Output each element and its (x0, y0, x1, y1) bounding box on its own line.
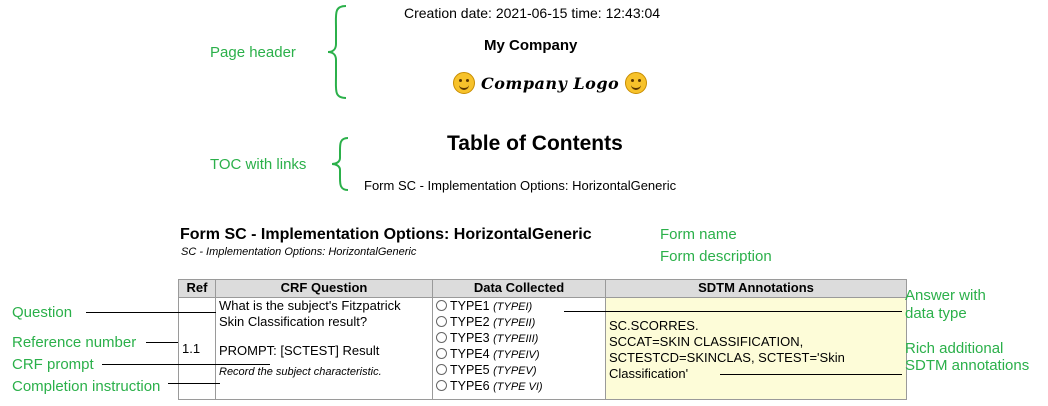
form-name: Form SC - Implementation Options: Horizo… (180, 226, 592, 243)
creation-date: Creation date: 2021-06-15 time: 12:43:04 (404, 5, 661, 21)
radio-button[interactable] (436, 300, 447, 311)
callout-reference-number: Reference number (12, 334, 137, 351)
callout-question: Question (12, 304, 73, 321)
question-text: What is the subject's Fitzpatrick Skin C… (219, 298, 401, 329)
radio-button[interactable] (436, 364, 447, 375)
option-type1[interactable]: TYPE1 (TYPEI) (436, 298, 602, 314)
toc-link[interactable]: Form SC - Implementation Options: Horizo… (364, 178, 677, 193)
sdtm-annotations-cell: SC.SCORRES. SCCAT=SKIN CLASSIFICATION, S… (605, 297, 907, 400)
sdtm-annotation-line: Classification' (609, 366, 689, 381)
radio-button[interactable] (436, 348, 447, 359)
callout-sdtm-line2: SDTM annotations (905, 357, 1030, 374)
logo-text: Company Logo (481, 73, 620, 93)
sdtm-annotation-line: SCTESTCD=SKINCLAS, SCTEST='Skin (609, 350, 845, 365)
toc-title: Table of Contents (447, 132, 623, 155)
reference-number: 1.1 (178, 297, 216, 400)
radio-button[interactable] (436, 316, 447, 327)
callout-toc-links: TOC with links (210, 156, 307, 173)
page-header-brace-icon (327, 5, 347, 99)
smiley-face-icon (453, 72, 475, 94)
callout-page-header: Page header (210, 44, 296, 61)
option-type2[interactable]: TYPE2 (TYPEII) (436, 314, 602, 330)
callout-form-description: Form description (660, 248, 772, 265)
crf-prompt: PROMPT: [SCTEST] Result (219, 343, 380, 358)
header-ref: Ref (178, 279, 216, 298)
completion-instruction: Record the subject characteristic. (219, 366, 382, 378)
leader-line-instruction (168, 383, 220, 384)
company-logo: Company Logo (453, 72, 648, 94)
form-description: SC - Implementation Options: HorizontalG… (181, 246, 417, 258)
table-header-row: Ref CRF Question Data Collected SDTM Ann… (178, 279, 907, 298)
radio-button[interactable] (436, 380, 447, 391)
leader-line-reference (146, 342, 178, 343)
callout-sdtm-line1: Rich additional (905, 340, 1004, 357)
callout-answer-line2: data type (905, 305, 967, 322)
callout-crf-prompt: CRF prompt (12, 356, 94, 373)
sdtm-annotation-line: SCCAT=SKIN CLASSIFICATION, (609, 334, 804, 349)
callout-form-name: Form name (660, 226, 737, 243)
data-collected-cell: TYPE1 (TYPEI) TYPE2 (TYPEII) TYPE3 (TYPE… (432, 297, 606, 400)
header-data-collected: Data Collected (432, 279, 606, 298)
radio-button[interactable] (436, 332, 447, 343)
callout-answer-line1: Answer with (905, 287, 986, 304)
sdtm-annotation-line: SC.SCORRES. (609, 318, 699, 333)
option-type3[interactable]: TYPE3 (TYPEIII) (436, 330, 602, 346)
smiley-face-icon (625, 72, 648, 94)
question-cell: What is the subject's Fitzpatrick Skin C… (215, 297, 433, 400)
callout-completion-instruction: Completion instruction (12, 378, 161, 395)
toc-brace-icon (331, 137, 349, 191)
option-type4[interactable]: TYPE4 (TYPEIV) (436, 346, 602, 362)
leader-line-question (86, 312, 216, 313)
header-sdtm-annotations: SDTM Annotations (605, 279, 907, 298)
company-name: My Company (484, 37, 578, 54)
table-row: 1.1 What is the subject's Fitzpatrick Sk… (178, 297, 907, 400)
crf-table: Ref CRF Question Data Collected SDTM Ann… (178, 279, 907, 400)
leader-line-answer (564, 311, 902, 312)
option-type6[interactable]: TYPE6 (TYPE VI) (436, 378, 602, 394)
header-crf-question: CRF Question (215, 279, 433, 298)
leader-line-prompt (102, 364, 270, 365)
option-type5[interactable]: TYPE5 (TYPEV) (436, 362, 602, 378)
leader-line-sdtm (720, 374, 902, 375)
